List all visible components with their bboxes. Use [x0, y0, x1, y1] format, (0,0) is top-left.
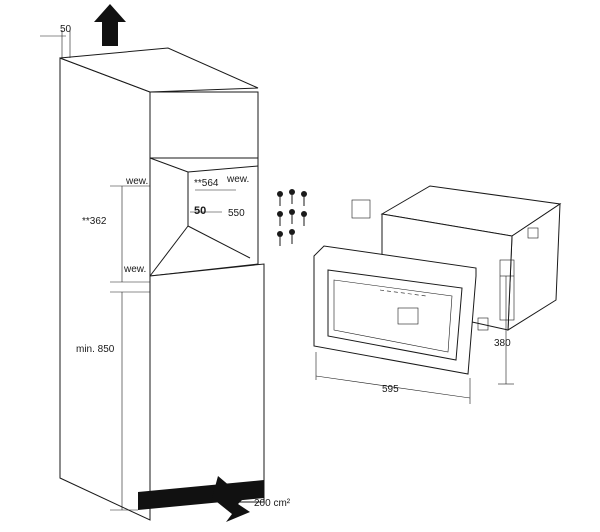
vent-area-label: 200 cm²	[254, 498, 291, 509]
niche-back-top	[187, 165, 259, 173]
niche-height-label: **362	[82, 216, 107, 227]
niche-width-label: **564	[194, 178, 219, 189]
vent-top-left-label: wew.	[125, 176, 148, 187]
screw-icon	[289, 209, 295, 224]
tall-cabinet	[59, 47, 265, 521]
base-height-dimension: min. 850	[76, 291, 150, 511]
screw-icon	[289, 229, 295, 244]
frame-height-dimension: 380	[494, 275, 514, 385]
vent-bottom-label: wew.	[123, 264, 146, 275]
niche-opening	[149, 157, 259, 277]
frame-guide-line	[379, 289, 427, 297]
cabinet-side-panel	[59, 57, 151, 521]
screws-group	[277, 189, 307, 246]
top-gap-dimension: 50	[40, 24, 72, 58]
frame-width-label: 595	[382, 384, 399, 395]
airflow-in-arrow-icon	[212, 476, 250, 522]
niche-ceiling-edge	[149, 157, 189, 173]
cabinet-lower-door	[149, 263, 265, 503]
frame-clip-icon	[397, 307, 419, 325]
niche-depth-label: 550	[228, 208, 245, 219]
bracket-left-icon	[351, 199, 371, 219]
screw-icon	[301, 191, 307, 206]
microwave-control-panel	[499, 259, 515, 321]
niche-height-dimension: wew. **362 wew.	[82, 176, 150, 283]
base-height-label: min. 850	[76, 344, 115, 355]
cabinet-upper-front	[149, 91, 259, 159]
cabinet-plinth	[138, 480, 264, 510]
frame-width-dimension: 595	[315, 352, 471, 404]
airflow-up-arrow-icon	[94, 4, 126, 46]
screw-icon	[289, 189, 295, 204]
trim-frame	[313, 245, 489, 375]
frame-window	[333, 279, 453, 353]
vent-top-right-label: wew.	[226, 174, 249, 185]
screw-icon	[277, 211, 283, 226]
frame-inner	[327, 269, 463, 361]
screw-icon	[277, 191, 283, 206]
screw-icon	[301, 211, 307, 226]
frame-height-label: 380	[494, 338, 511, 349]
niche-floor-left	[149, 225, 189, 277]
frame-foot-icon	[477, 317, 489, 331]
top-gap-label: 50	[60, 24, 72, 35]
side-gap-label: 50	[194, 205, 206, 217]
niche-floor-edge	[187, 225, 251, 259]
cabinet-top	[59, 47, 259, 93]
bracket-right-icon	[527, 227, 539, 239]
screw-icon	[277, 231, 283, 246]
